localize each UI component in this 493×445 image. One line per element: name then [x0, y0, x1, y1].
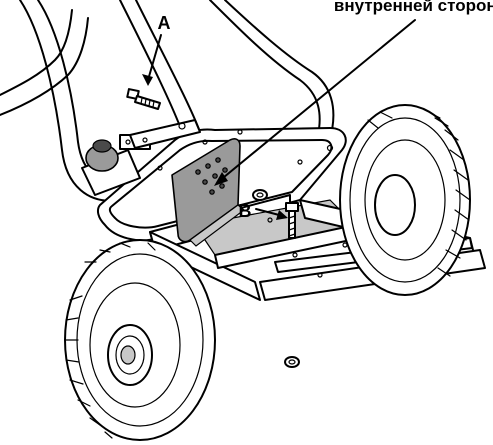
callout-label-b: B: [239, 201, 252, 221]
mounting-bracket: [171, 138, 245, 247]
arrow-a: [147, 34, 162, 81]
loose-nut: [284, 356, 300, 368]
handle-frame: [0, 0, 335, 202]
left-wheel: [64, 239, 216, 441]
nut-near-bolt-b: [252, 189, 268, 201]
bolt-a: [126, 88, 161, 110]
callout-arrows: [142, 19, 416, 220]
left-wheel-tread: [64, 242, 156, 439]
right-wheel-tread: [367, 109, 471, 277]
arrow-header-head: [214, 172, 228, 186]
arrow-header: [217, 19, 416, 183]
bolt-b: [285, 202, 299, 239]
right-wheel: [339, 104, 471, 296]
hitch-plate: [129, 119, 201, 149]
header-callout-text: внутренней стороне: [334, 0, 493, 15]
arrow-a-head: [142, 74, 153, 86]
arrow-b-head: [276, 210, 288, 220]
callout-label-a: A: [158, 13, 171, 33]
bracket-holes: [195, 157, 228, 195]
